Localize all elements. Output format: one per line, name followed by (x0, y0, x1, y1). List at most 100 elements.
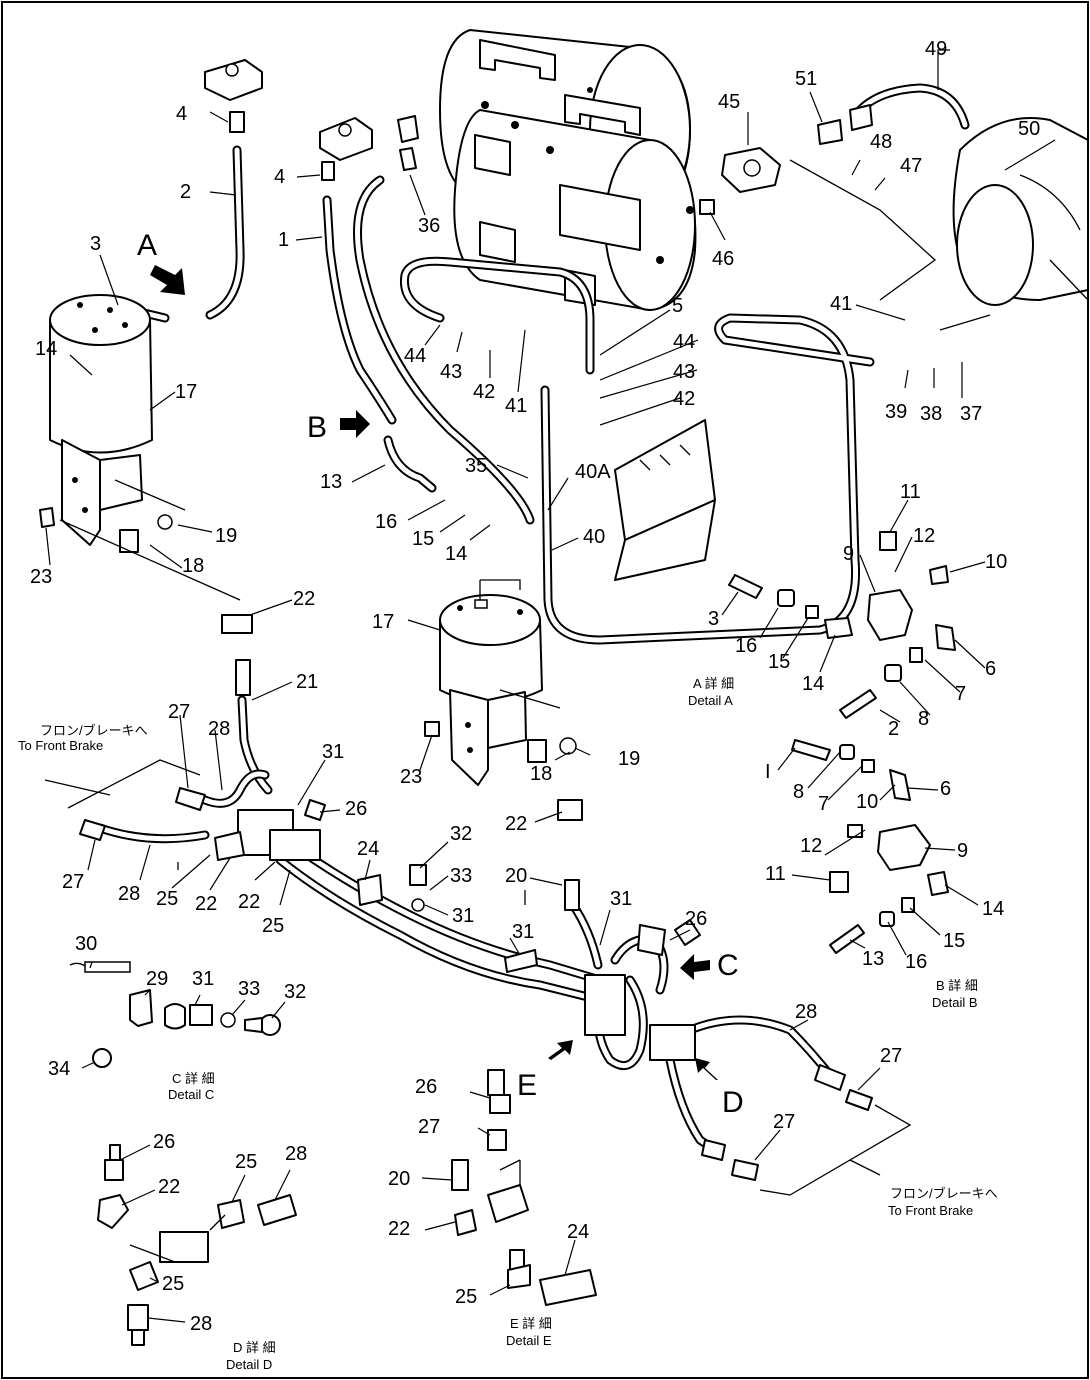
callout-25d: 25 (235, 1151, 257, 1173)
brake-valve-top-center (319, 115, 419, 181)
callout-31e: 31 (192, 968, 214, 990)
caption-detail-a-jp: A 詳 細 (693, 676, 734, 691)
caption-detail-a-en: Detail A (688, 693, 733, 708)
callout-4a: 4 (176, 103, 187, 125)
valve-45 (699, 104, 873, 215)
view-arrows (150, 265, 718, 1080)
callout-22a: 22 (293, 588, 315, 610)
callout-22c: 22 (195, 893, 217, 915)
callout-31d: 31 (512, 921, 534, 943)
callout-44b: 44 (673, 331, 695, 353)
callout-16a: 16 (375, 511, 397, 533)
callout-31b: 31 (452, 905, 474, 927)
callout-20a: 20 (505, 865, 527, 887)
callout-48: 48 (870, 131, 892, 153)
callout-18b: 18 (530, 763, 552, 785)
callout-28c: 28 (795, 1001, 817, 1023)
callout-16b: 16 (735, 635, 757, 657)
callout-21: 21 (296, 671, 318, 693)
callout-2a: 2 (180, 181, 191, 203)
view-arrow-a (150, 265, 185, 295)
callout-31c: 31 (610, 888, 632, 910)
callout-13b: 13 (862, 948, 884, 970)
callout-12b: 12 (800, 835, 822, 857)
callout-25e: 25 (162, 1273, 184, 1295)
callout-26d: 26 (153, 1131, 175, 1153)
callout-45: 45 (718, 91, 740, 113)
junction-block-c-e (564, 879, 873, 1181)
view-marker-e: E (517, 1069, 537, 1102)
caption-detail-c-en: Detail C (168, 1087, 214, 1102)
callout-9b: 9 (957, 840, 968, 862)
leader-lines (45, 49, 1056, 1323)
callout-44a: 44 (404, 345, 426, 367)
callout-33a: 33 (450, 865, 472, 887)
caption-detail-e-en: Detail E (506, 1333, 552, 1348)
callout-18a: 18 (182, 555, 204, 577)
callout-28b: 28 (118, 883, 140, 905)
callout-23a: 23 (30, 566, 52, 588)
callout-33b: 33 (238, 978, 260, 1000)
callout-46: 46 (712, 248, 734, 270)
callout-36: 36 (418, 215, 440, 237)
callout-12a: 12 (913, 525, 935, 547)
callout-10a: 10 (985, 551, 1007, 573)
callout-37: 37 (960, 403, 982, 425)
callout-38: 38 (920, 403, 942, 425)
callout-27b: 27 (62, 871, 84, 893)
caption-front-brake-right-jp: フロン/ブレーキへ (890, 1186, 998, 1201)
view-arrow-c (680, 954, 710, 980)
callout-5: 5 (672, 295, 683, 317)
callout-14b: 14 (445, 543, 467, 565)
callout-23b: 23 (400, 766, 422, 788)
callout-26b: 26 (685, 908, 707, 930)
detail-c-parts (69, 961, 281, 1068)
view-marker-a: A (137, 229, 157, 262)
callout-40: 40 (583, 526, 605, 548)
callout-8a: 8 (918, 708, 929, 730)
callout-26c: 26 (415, 1076, 437, 1098)
callout-16c: 16 (905, 951, 927, 973)
valve-9-detail-b (791, 739, 949, 954)
callout-14a: 14 (35, 338, 57, 360)
callout-14d: 14 (982, 898, 1004, 920)
callout-43a: 43 (440, 361, 462, 383)
view-marker-c: C (717, 949, 739, 982)
caption-detail-d-jp: D 詳 細 (233, 1340, 276, 1355)
callout-28e: 28 (190, 1313, 212, 1335)
callout-4b: 4 (274, 166, 285, 188)
view-arrow-d (695, 1058, 718, 1080)
callout-2b: 2 (888, 718, 899, 740)
callout-25c: 25 (455, 1286, 477, 1308)
callout-31a: 31 (322, 741, 344, 763)
detail-d-parts (97, 1144, 297, 1346)
air-tank-assembly (439, 29, 1089, 311)
callout-27e: 27 (418, 1116, 440, 1138)
caption-detail-b-en: Detail B (932, 995, 978, 1010)
callout-28a: 28 (208, 718, 230, 740)
callout-35: 35 (465, 455, 487, 477)
callout-14c: 14 (802, 673, 824, 695)
junction-block-main (79, 787, 326, 861)
callout-8b: 8 (793, 781, 804, 803)
caption-front-brake-right-en: To Front Brake (888, 1203, 973, 1218)
callout-41b: 41 (830, 293, 852, 315)
callout-11a: 11 (900, 481, 921, 503)
callout-29: 29 (146, 968, 168, 990)
callout-50: 50 (1018, 118, 1040, 140)
callout-25a: 25 (156, 888, 178, 910)
callout-22e: 22 (388, 1218, 410, 1240)
callout-40A: 40A (575, 461, 611, 483)
detail-e-parts (451, 1069, 597, 1306)
callout-3b: 3 (708, 608, 719, 630)
callout-1b: I (765, 761, 771, 783)
callout-39: 39 (885, 401, 907, 423)
callout-24b: 24 (567, 1221, 589, 1243)
callout-42b: 42 (673, 388, 695, 410)
callout-19a: 19 (215, 525, 237, 547)
callout-43b: 43 (673, 361, 695, 383)
callout-20b: 20 (388, 1168, 410, 1190)
callout-9a: 9 (843, 543, 854, 565)
view-marker-d: D (722, 1086, 744, 1119)
caption-detail-b-jp: B 詳 細 (936, 978, 978, 993)
